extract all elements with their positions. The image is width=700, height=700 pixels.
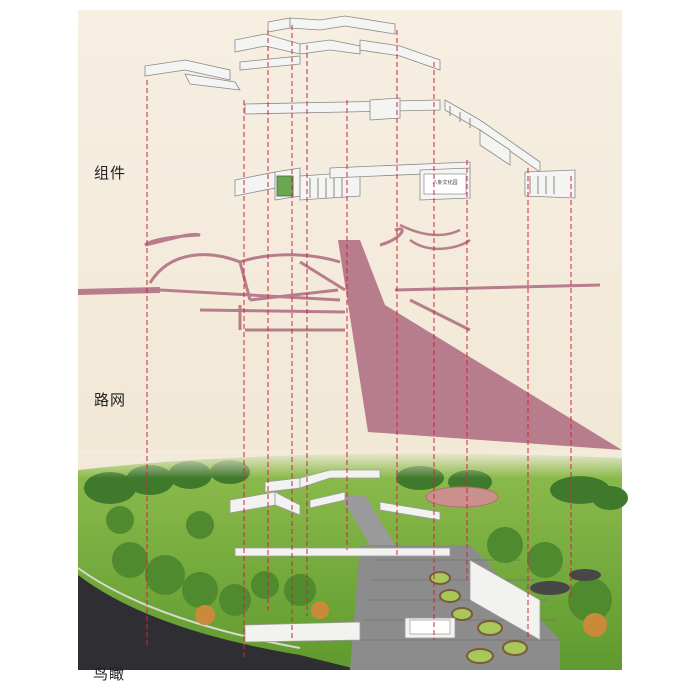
path-loop-left xyxy=(143,232,201,247)
path-network xyxy=(148,227,601,332)
signboard-text: 八卦文化园 xyxy=(432,179,457,186)
flower-beds xyxy=(429,571,528,664)
aerial-curved-road xyxy=(78,575,360,670)
aerial-plaza xyxy=(350,545,560,670)
road-network-layer xyxy=(77,223,622,450)
alignment-guide-lines xyxy=(146,25,572,660)
aerial-view-layer xyxy=(77,450,628,670)
umbrellas xyxy=(530,569,601,595)
plant-panel xyxy=(276,175,294,197)
components-layer-label: 组件 xyxy=(94,164,127,182)
components-layer xyxy=(144,15,576,201)
aerial-view-layer-label: 鸟瞰 xyxy=(93,665,126,683)
main-road-wedge xyxy=(338,240,622,450)
road-network-layer-label: 路网 xyxy=(94,391,127,409)
entry-path xyxy=(77,287,161,295)
aerial-pavilion xyxy=(425,486,499,508)
aerial-walkway xyxy=(340,495,395,545)
